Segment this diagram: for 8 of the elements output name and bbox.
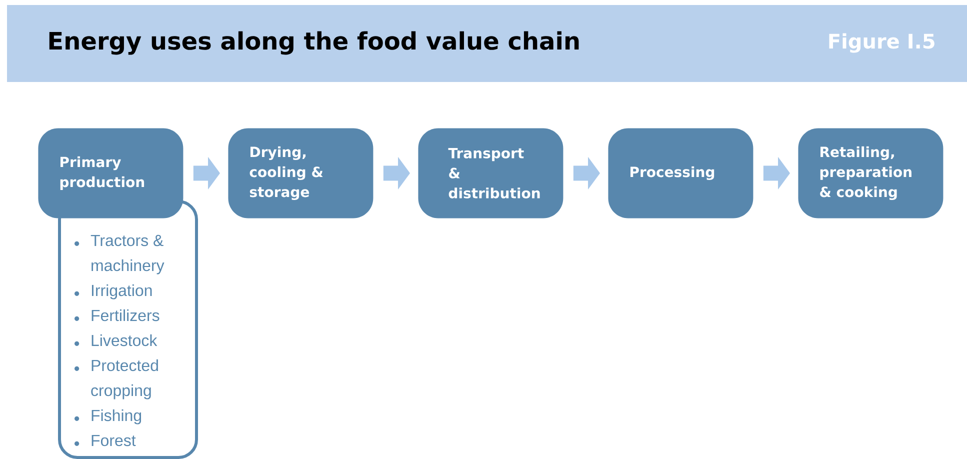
list-box: Tractors & machinery Irrigation Fertilizers Livestock Protected cropping Fishing Forest — [58, 200, 198, 459]
stage-box: Drying, cooling & storage — [228, 128, 374, 218]
figure-number: Figure I.5 — [829, 33, 934, 53]
stage-box: Primary production — [38, 128, 184, 218]
title: Energy uses along the food value chain — [49, 31, 579, 55]
stage-box: Processing — [608, 128, 754, 218]
stage-box: Retailing, preparation & cooking — [798, 128, 944, 218]
stage-box: Transport & distribution — [418, 128, 564, 218]
